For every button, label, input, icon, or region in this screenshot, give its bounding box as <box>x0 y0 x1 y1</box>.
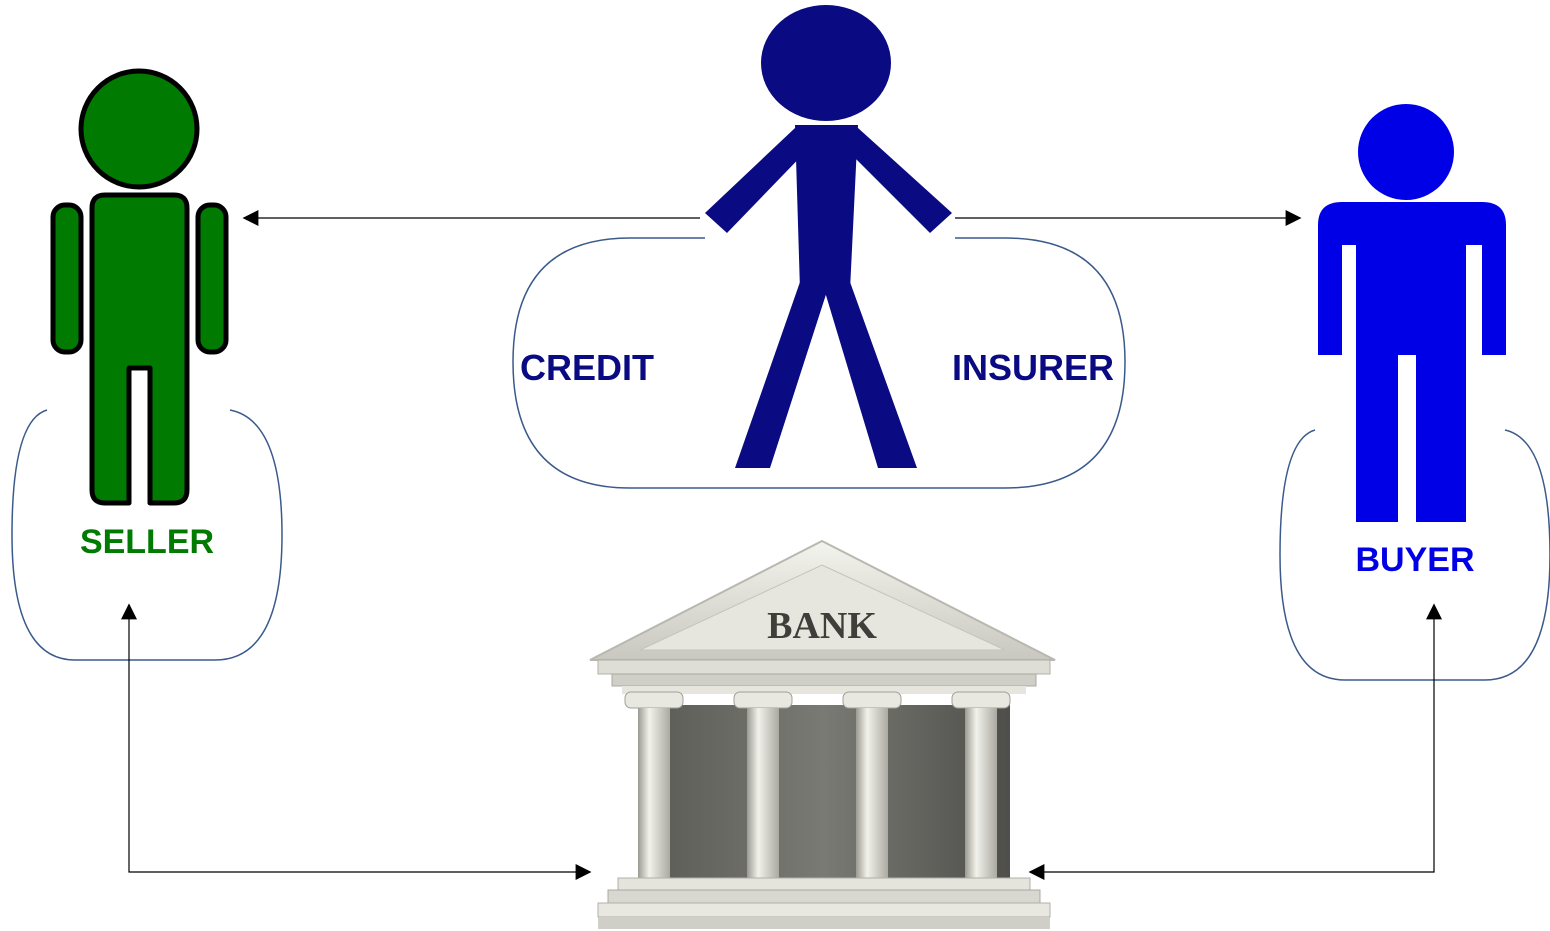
bank-building <box>589 539 1056 929</box>
bank-columns <box>624 691 1011 880</box>
seller-figure <box>50 68 229 506</box>
credit-insurer-figure <box>705 5 952 468</box>
arrow-bank-seller <box>121 603 592 880</box>
arrows <box>121 210 1442 880</box>
credit-insurer-bubble <box>512 237 1126 489</box>
buyer-figure <box>1318 104 1506 522</box>
bank-label: BANK <box>767 605 877 647</box>
seller-label: SELLER <box>80 523 214 561</box>
insurer-label: INSURER <box>952 347 1114 388</box>
arrow-bank-buyer <box>1028 603 1442 880</box>
credit-label: CREDIT <box>520 347 654 388</box>
buyer-label: BUYER <box>1355 541 1474 579</box>
